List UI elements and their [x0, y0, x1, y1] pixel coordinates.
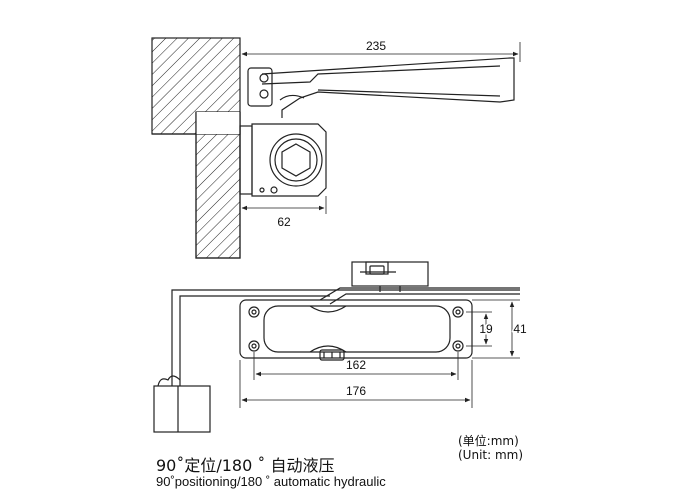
door-outline [171, 289, 520, 386]
dimension-body-height [472, 299, 520, 359]
door-frame-lower [195, 111, 241, 259]
dimension-pivot-offset [239, 196, 327, 214]
dimension-arm-length [239, 42, 521, 66]
dimension-hole-spacing-horizontal [253, 352, 459, 380]
arm-bracket [319, 261, 520, 305]
top-view [151, 37, 521, 259]
dimension-body-length [239, 360, 473, 408]
screw-hole-top-right [452, 306, 464, 318]
closer-arm [247, 57, 515, 118]
mounting-plate [153, 375, 211, 433]
label-pivot-offset: 62 [277, 215, 291, 229]
screw-hole-top-left [248, 306, 260, 318]
caption-english: 90˚positioning/180 ˚ automatic hydraulic [156, 474, 386, 489]
units-note-en: (Unit: mm) [458, 448, 524, 462]
label-body-height: 41 [513, 322, 527, 336]
label-arm-length: 235 [366, 39, 386, 53]
front-view [153, 261, 520, 433]
closer-body-top [239, 123, 327, 197]
units-note-cn: (单位:mm) [458, 434, 519, 448]
label-hole-spacing-horizontal: 162 [346, 358, 366, 372]
closer-body-front [239, 299, 473, 361]
label-body-length: 176 [346, 384, 366, 398]
dimension-hole-spacing-vertical [466, 311, 492, 347]
caption-chinese: 90˚定位/180 ˚ 自动液压 [156, 456, 335, 475]
screw-holes [248, 306, 464, 352]
units-note: (单位:mm) (Unit: mm) [458, 434, 523, 462]
screw-hole-bottom-right [452, 340, 464, 352]
label-hole-spacing-vertical: 19 [479, 322, 493, 336]
screw-hole-bottom-left [248, 340, 260, 352]
